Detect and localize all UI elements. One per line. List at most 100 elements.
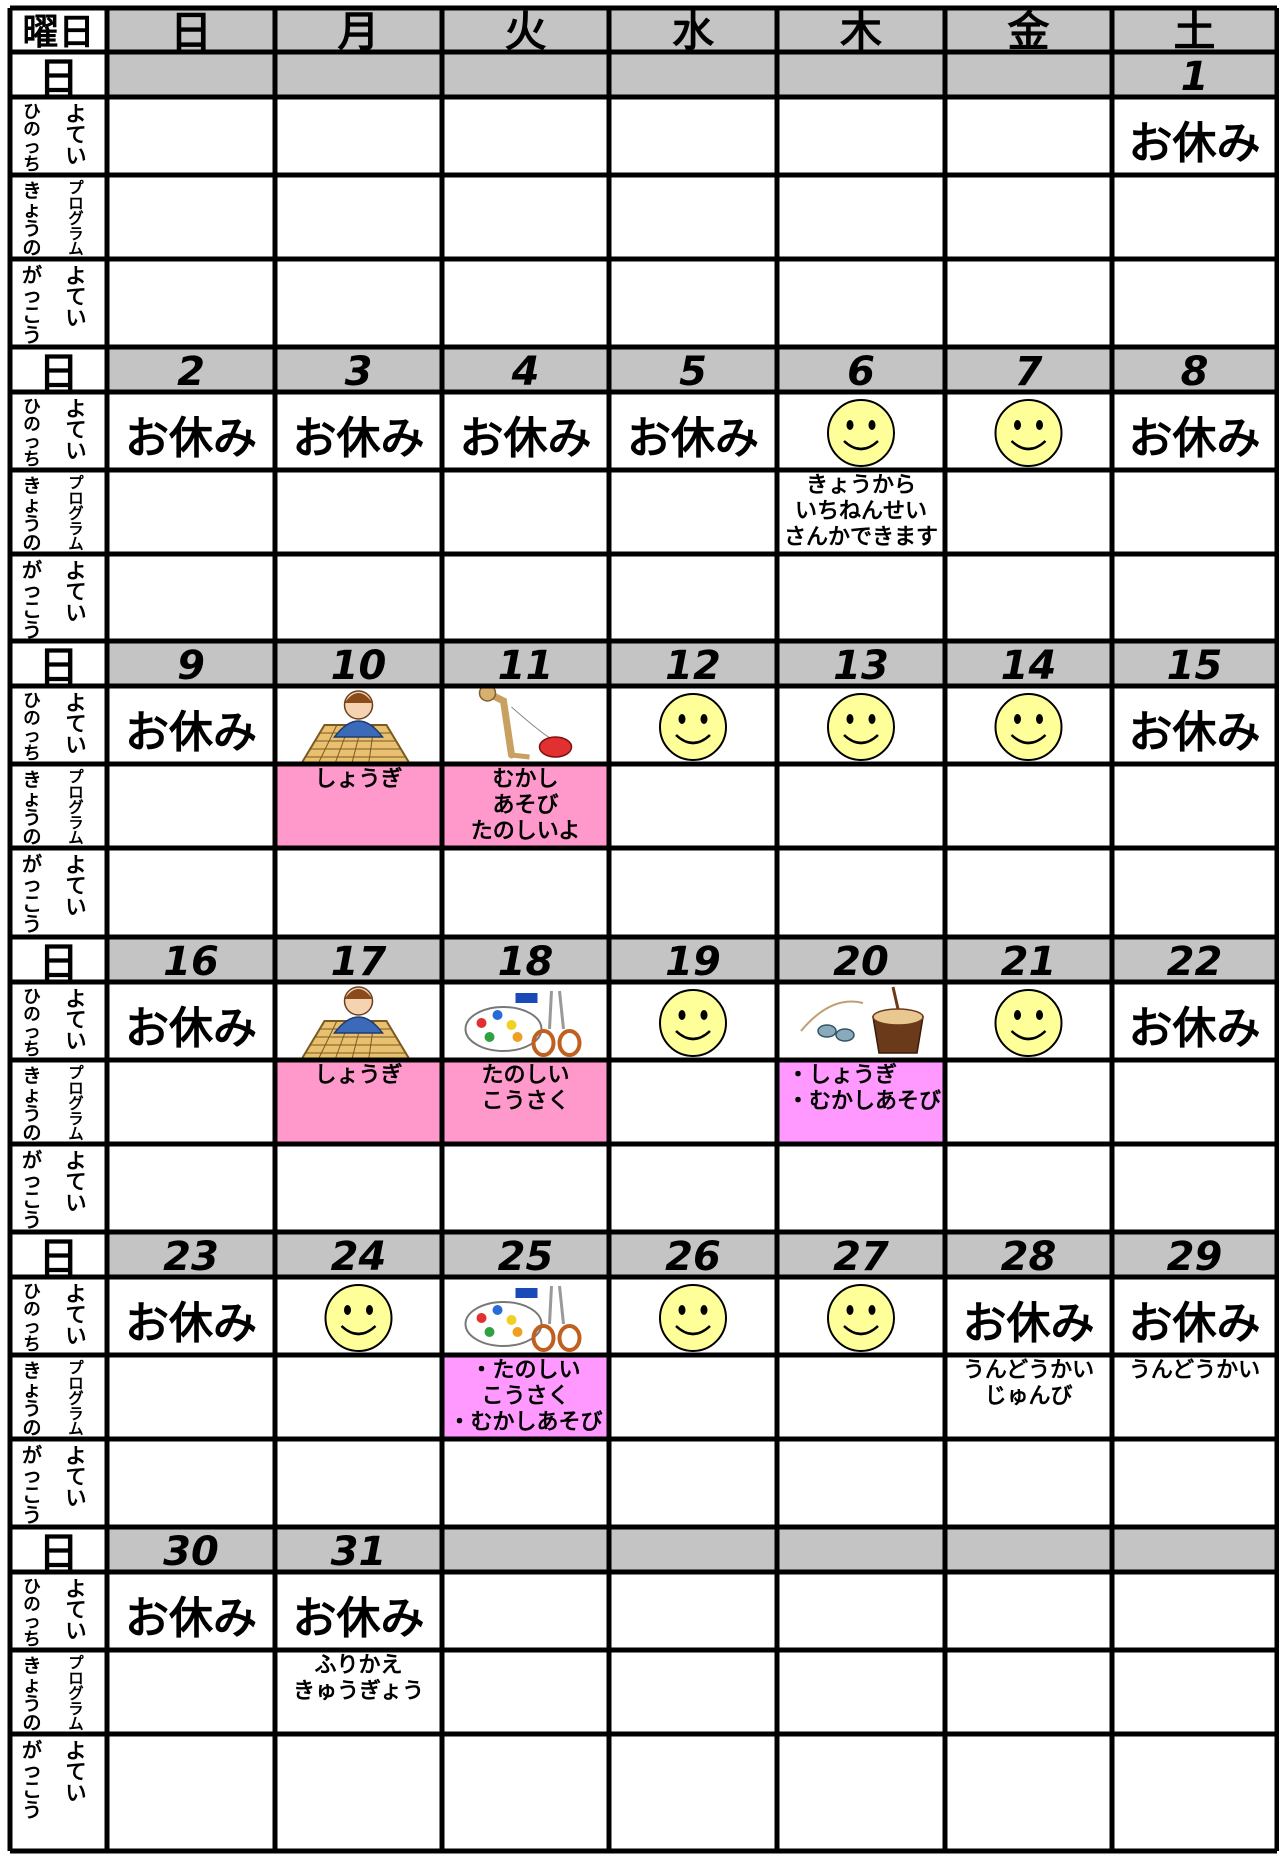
- row-side-label: がっこう: [22, 1738, 42, 1822]
- closed-day-label: お休み: [125, 1593, 257, 1644]
- smiley-icon: [994, 693, 1063, 761]
- date-number: 19: [665, 939, 721, 985]
- traditional-toys-icon: [800, 986, 924, 1054]
- date-number: 20: [833, 939, 889, 985]
- closed-day-label: お休み: [1129, 413, 1261, 464]
- weekday-label: 月: [337, 7, 379, 56]
- date-number: 17: [331, 939, 387, 985]
- program-note: いちねんせい: [795, 499, 927, 524]
- date-number: 23: [163, 1234, 219, 1280]
- program-note: さんかできます: [784, 525, 938, 550]
- shogi-player-icon: [298, 690, 413, 766]
- date-row-bg: [10, 937, 1277, 982]
- date-number: 30: [163, 1529, 219, 1575]
- smiley-icon: [994, 399, 1063, 467]
- row-side-label: きょうの: [22, 1360, 41, 1439]
- row-side-label: ひのっち: [23, 1578, 41, 1651]
- row-side-label: よてい: [66, 691, 87, 757]
- row-side-label: きょうの: [22, 1065, 41, 1144]
- program-note: こうさく: [481, 1384, 569, 1409]
- weekday-header-bg: [107, 8, 1277, 52]
- row-side-label: きょうの: [22, 475, 41, 554]
- closed-day-label: お休み: [125, 1003, 257, 1054]
- date-number: 15: [1167, 643, 1223, 689]
- row-side-label: がっこう: [22, 558, 42, 642]
- closed-day-label: お休み: [125, 707, 257, 758]
- program-note: たのしいよ: [471, 819, 581, 844]
- date-number: 14: [1001, 643, 1057, 689]
- program-note: ・むかしあそび: [787, 1089, 941, 1114]
- row-side-label: がっこう: [22, 1443, 42, 1527]
- program-highlight: [442, 764, 609, 848]
- row-side-label: ひのっち: [23, 398, 41, 471]
- date-number: 7: [1015, 349, 1043, 395]
- smiley-icon: [827, 399, 895, 467]
- row-side-label: がっこう: [22, 263, 42, 347]
- week-label: 日: [39, 55, 79, 101]
- closed-day-label: お休み: [963, 1298, 1095, 1349]
- row-side-label: よてい: [66, 1444, 87, 1510]
- date-number: 27: [833, 1234, 889, 1280]
- date-number: 18: [498, 939, 554, 985]
- week-label: 日: [39, 350, 79, 396]
- row-side-label: ひのっち: [23, 988, 41, 1061]
- row-side-label: プログラム: [68, 179, 84, 258]
- week-label: 日: [39, 1530, 79, 1576]
- smiley-icon: [324, 1284, 393, 1352]
- weekday-label: 金: [1006, 7, 1050, 56]
- weekday-label: 日: [170, 7, 212, 56]
- program-note: あそび: [492, 793, 558, 818]
- weekday-label: 土: [1173, 7, 1215, 56]
- corner-label: 曜日: [22, 12, 94, 53]
- date-number: 31: [331, 1529, 387, 1575]
- date-number: 5: [679, 349, 707, 395]
- craft-supplies-icon: [464, 1285, 582, 1352]
- week-label: 日: [39, 1235, 79, 1281]
- program-note: しょうぎ: [314, 766, 402, 792]
- row-side-label: ひのっち: [23, 1283, 41, 1356]
- week-label: 日: [39, 940, 79, 986]
- date-number: 12: [665, 643, 721, 689]
- date-row-bg: [10, 52, 1277, 97]
- week-label: 日: [39, 644, 79, 690]
- date-number: 10: [331, 643, 387, 689]
- program-highlight: [275, 764, 442, 848]
- closed-day-label: お休み: [1129, 707, 1261, 758]
- date-row-bg: [10, 641, 1277, 686]
- closed-day-label: お休み: [293, 1593, 425, 1644]
- closed-day-label: お休み: [1129, 118, 1261, 169]
- date-number: 28: [1001, 1234, 1057, 1280]
- smiley-icon: [659, 693, 727, 761]
- craft-supplies-icon: [464, 990, 582, 1057]
- date-number: 21: [1001, 939, 1057, 985]
- closed-day-label: お休み: [460, 413, 592, 464]
- row-side-label: よてい: [66, 559, 87, 625]
- program-note: ・むかしあそび: [448, 1410, 602, 1435]
- smiley-icon: [827, 1284, 895, 1352]
- row-side-label: よてい: [66, 264, 87, 330]
- date-row-bg: [10, 1527, 1277, 1572]
- closed-day-label: お休み: [1129, 1003, 1261, 1054]
- row-side-label: よてい: [66, 1739, 87, 1805]
- row-side-label: よてい: [66, 1577, 87, 1643]
- closed-day-label: お休み: [627, 413, 759, 464]
- program-highlight: [777, 1060, 945, 1144]
- row-side-label: よてい: [66, 1149, 87, 1215]
- row-side-label: プログラム: [68, 1359, 84, 1438]
- smiley-icon: [827, 693, 895, 761]
- date-number: 24: [331, 1234, 387, 1280]
- date-number: 4: [511, 349, 540, 395]
- date-number: 6: [847, 349, 875, 395]
- date-number: 1: [1181, 54, 1209, 100]
- row-side-label: きょうの: [22, 180, 41, 259]
- row-side-label: きょうの: [22, 769, 41, 848]
- date-number: 11: [498, 643, 554, 689]
- date-number: 16: [163, 939, 219, 985]
- program-note: うんどうかい: [1129, 1358, 1260, 1383]
- closed-day-label: お休み: [125, 413, 257, 464]
